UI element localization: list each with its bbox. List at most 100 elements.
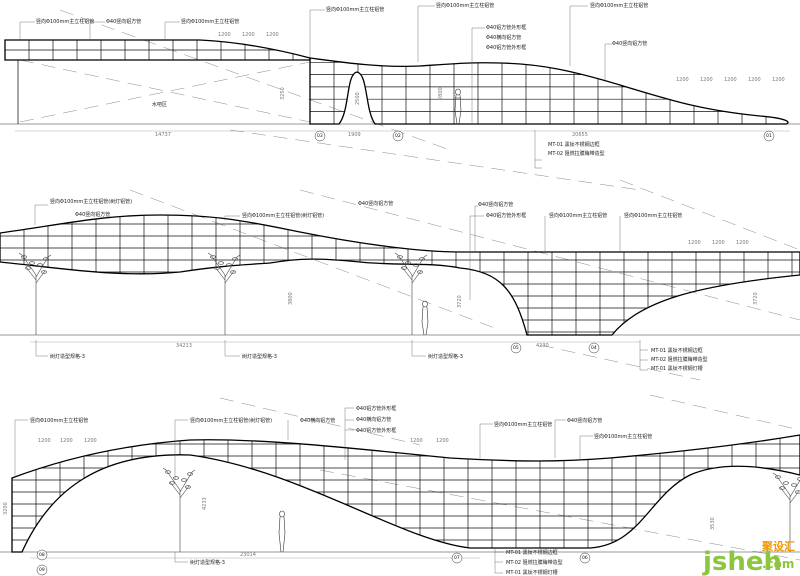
frame-grid-2 [0,215,800,335]
dimension-label: 20655 [572,132,588,138]
tree-label: 树灯造型规格-3 [242,353,277,360]
callout-label: 竖向Φ100mm主立柱铝管 [181,18,239,25]
material-label: MT-02 阻燃拉膜酶带造型 [651,356,708,363]
callout-label: Φ40竖向铝方管 [106,18,141,25]
section1-labels: 竖向Φ100mm主立柱铝管 Φ40竖向铝方管 竖向Φ100mm主立柱铝管 竖向Φ… [36,2,785,157]
dimension-label: 1200 [218,32,231,38]
detail-tag: 08 [36,549,48,561]
material-label: MT-02 阻燃拉膜酶带造型 [506,559,563,566]
tree-lamp-icon [207,252,241,335]
zone-label: 水吧区 [152,101,167,108]
dimension-label: 2500 [355,92,361,105]
dimension-label: 1200 [436,438,449,444]
callout-label: 竖向Φ100mm主立柱铝管 [36,18,94,25]
human-figure-icon [278,88,462,553]
dimension-label: 1200 [242,32,255,38]
tree-lamp-icon [162,467,196,552]
callout-label: 竖向Φ100mm主立柱铝管(树灯铝管) [242,212,324,219]
callout-label: Φ40竖向铝方管 [75,211,110,218]
callout-label: 竖向Φ100mm主立柱铝管 [624,212,682,219]
dimension-label: 1200 [736,240,749,246]
canopy-outline-3 [11,434,800,553]
detail-tag: 06 [579,552,591,564]
tree-lamp-icon [18,252,52,335]
detail-tag: 05 [510,342,522,354]
dimension-label: 1200 [266,32,279,38]
watermark-logo: jsheh 聚设汇 .com [702,539,795,576]
dimension-label: 1200 [38,438,51,444]
material-label: MT-02 阻燃拉膜酶带造型 [548,150,605,157]
callout-label: Φ40竖向铝方管 [567,417,602,424]
section3-labels: 竖向Φ100mm主立柱铝管 竖向Φ100mm主立柱铝管(树灯铝管) Φ40横向铝… [3,405,716,576]
material-label: MT-01 黑钛不锈钢边框 [548,141,600,148]
svg-text:05: 05 [513,345,519,351]
callout-label: 竖向Φ100mm主立柱铝管 [549,212,607,219]
dimension-label: 3800 [288,292,294,305]
detail-tag: 01 [763,130,775,142]
section2-labels: 竖向Φ100mm主立柱铝管(树灯铝管) Φ40竖向铝方管 竖向Φ100mm主立柱… [50,198,759,372]
callout-label: 竖向Φ100mm主立柱铝管(树灯铝管) [50,198,132,205]
dimension-label: 1909 [348,132,361,138]
svg-text:04: 04 [591,345,597,351]
callout-label: Φ40竖向铝方管 [358,200,393,207]
svg-text:03: 03 [317,133,323,139]
callout-label: 竖向Φ100mm主立柱铝管(树灯铝管) [190,417,272,424]
svg-text:07: 07 [454,555,460,561]
dimension-label: 3200 [3,502,9,515]
callout-label: 竖向Φ100mm主立柱铝管 [326,6,384,13]
tree-lamps [18,252,800,552]
tree-lamp-icon [772,472,800,552]
callout-label: Φ40铝方管外形框 [356,427,396,434]
callout-label: Φ40横向铝方管 [300,417,335,424]
tree-label: 树灯造型规格-3 [428,353,463,360]
detail-tag: 03 [314,130,326,142]
dimension-label: 3720 [457,295,463,308]
tree-label: 树灯造型规格-3 [50,353,85,360]
dimension-label: 1200 [688,240,701,246]
dimension-label: 1200 [772,77,785,83]
tree-label: 树灯造型规格-3 [190,559,225,566]
callout-label: Φ40铝方管外形框 [486,212,526,219]
svg-text:.com: .com [762,557,794,571]
dimension-label: 3250 [280,87,286,100]
callout-label: 竖向Φ100mm主立柱铝管 [594,433,652,440]
reference-diagonals [19,9,800,561]
dimension-label: 1200 [676,77,689,83]
svg-text:09: 09 [39,567,45,573]
callout-label: Φ40竖向铝方管 [612,40,647,47]
material-label: MT-01 黑钛不锈钢灯槽 [651,365,703,372]
material-label: MT-01 黑钛不锈钢灯槽 [506,569,558,576]
svg-text:jsheh: jsheh [702,547,782,576]
material-label: MT-01 黑钛不锈钢边框 [506,549,558,556]
callout-label: Φ40竖向铝方管 [478,201,513,208]
dimension-label: 2800 [438,87,444,100]
callout-label: Φ40铝方管外形框 [486,44,526,51]
callout-label: Φ40铝方管外形框 [486,24,526,31]
material-label: MT-01 黑钛不锈钢边框 [651,347,703,354]
dimension-label: 1200 [410,438,423,444]
svg-text:01: 01 [766,133,772,139]
detail-tag: 09 [36,564,48,576]
dimension-label: 3720 [753,292,759,305]
svg-text:聚设汇: 聚设汇 [761,539,795,553]
dimension-label: 4233 [202,497,208,510]
dimension-label: 4230 [536,343,549,349]
canopy-outline-1b [309,57,789,125]
callout-label: 竖向Φ100mm主立柱铝管 [30,417,88,424]
svg-text:08: 08 [39,552,45,558]
detail-tag: 07 [451,552,463,564]
dimension-label: 34213 [176,343,192,349]
callout-label: 竖向Φ100mm主立柱铝管 [436,2,494,9]
svg-text:02: 02 [395,133,401,139]
callout-label: Φ40横向铝方管 [356,416,391,423]
dimension-label: 1200 [60,438,73,444]
svg-text:06: 06 [582,555,588,561]
callout-label: Φ40铝方管外形框 [356,405,396,412]
callout-label: 竖向Φ100mm主立柱铝管 [494,421,552,428]
callout-label: 竖向Φ100mm主立柱铝管 [590,2,648,9]
frame-grid-1b [310,58,789,124]
callout-leaders [14,5,648,574]
callout-label: Φ40横向铝方管 [486,34,521,41]
